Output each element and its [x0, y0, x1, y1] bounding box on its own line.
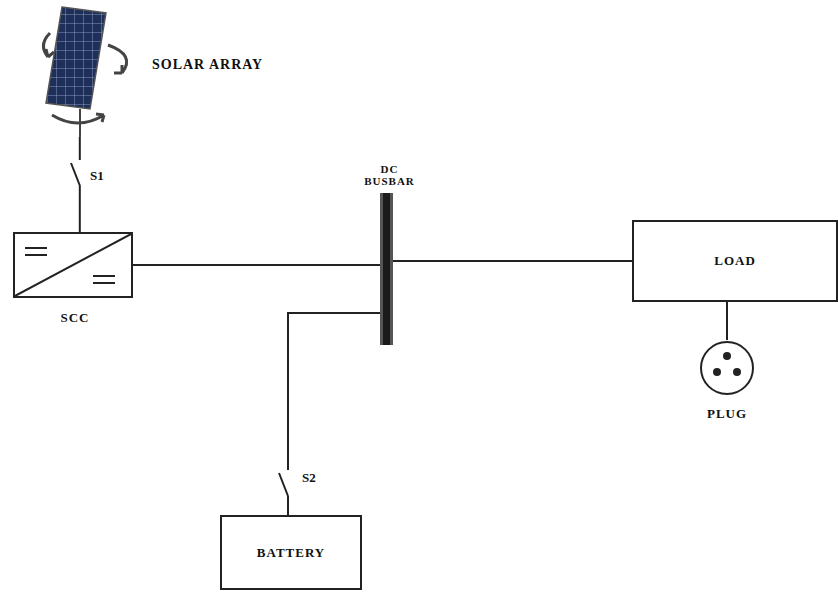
switch-symbol — [71, 160, 88, 186]
node-label: BATTERY — [257, 545, 325, 561]
node-label: SCC — [0, 310, 175, 326]
switch-blade — [71, 163, 80, 186]
wire — [133, 264, 380, 266]
socket-symbol — [699, 340, 755, 396]
wire — [726, 302, 728, 340]
dc-busbar: DC BUSBAR — [380, 193, 393, 345]
switch-label: S2 — [302, 470, 316, 486]
plug-socket: PLUG — [699, 340, 755, 396]
switch-symbol — [279, 470, 296, 496]
node-label: DC BUSBAR — [355, 163, 425, 187]
battery-box: BATTERY — [220, 515, 362, 590]
wire — [288, 313, 380, 515]
load-box: LOAD — [632, 220, 838, 302]
switch-blade — [279, 473, 288, 496]
converter-symbol — [15, 234, 131, 296]
wire — [393, 260, 632, 262]
charge-controller-box: SCC — [13, 232, 133, 298]
switch-gap — [72, 160, 88, 186]
node-label: PLUG — [627, 406, 827, 422]
solar-panel-icon — [38, 5, 148, 137]
switch-label: S1 — [90, 168, 104, 184]
node-label: SOLAR ARRAY — [152, 57, 263, 73]
solar-array: SOLAR ARRAY — [38, 5, 148, 137]
node-label: LOAD — [714, 253, 756, 269]
switch-gap — [280, 470, 296, 496]
